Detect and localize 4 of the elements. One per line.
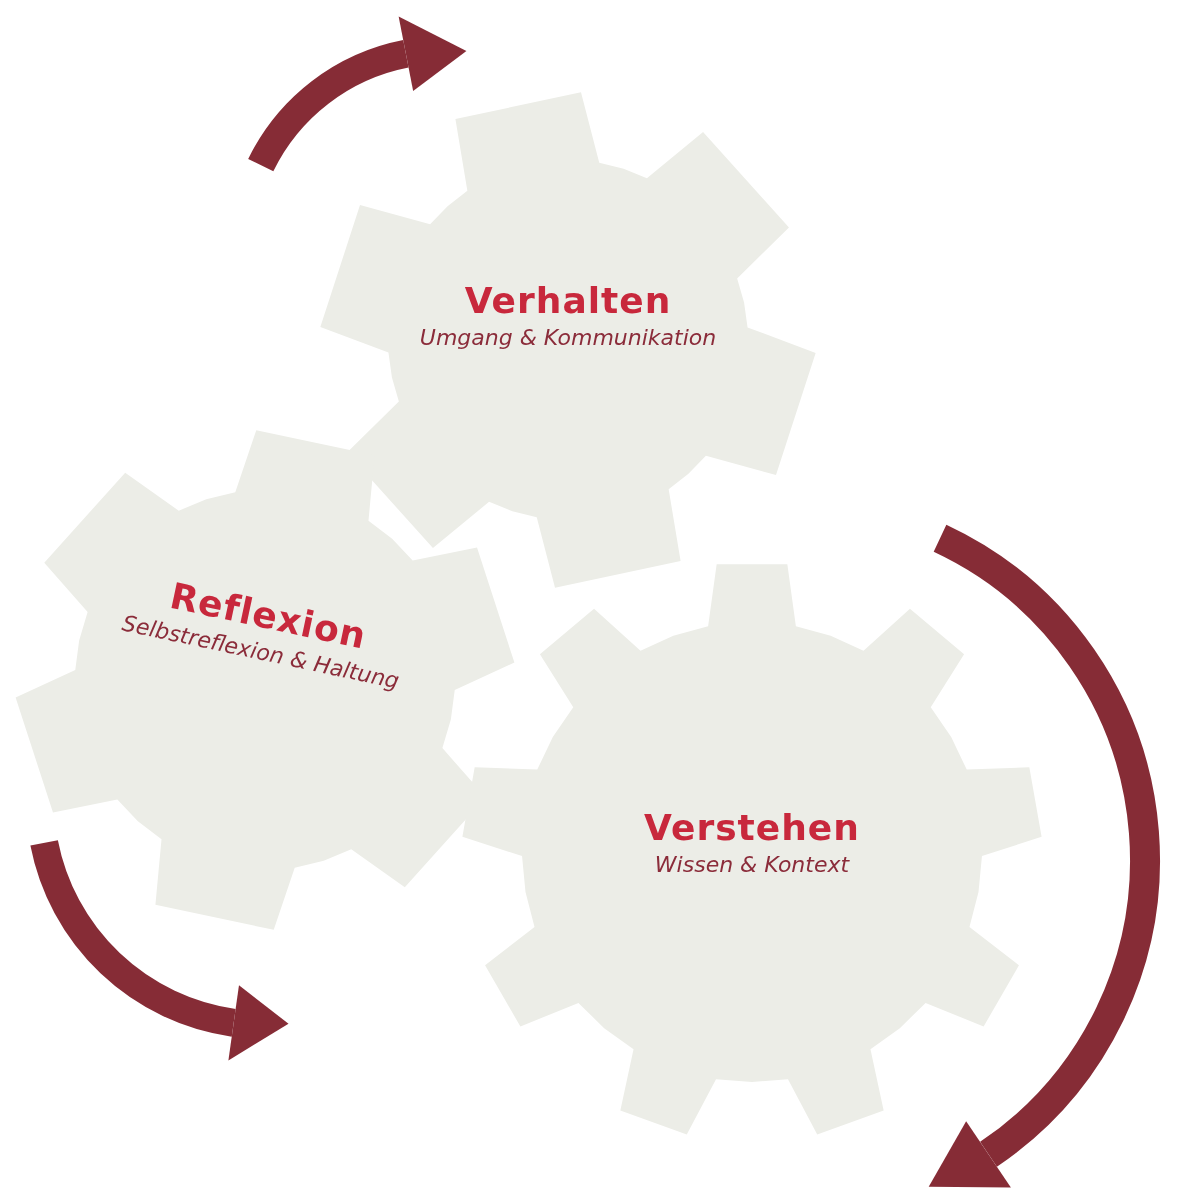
gear-subtitle: Umgang & Kommunikation xyxy=(419,324,717,352)
gear-title: Verhalten xyxy=(464,280,672,321)
gear-title: Verstehen xyxy=(644,807,860,848)
gear-subtitle: Wissen & Kontext xyxy=(654,851,850,879)
